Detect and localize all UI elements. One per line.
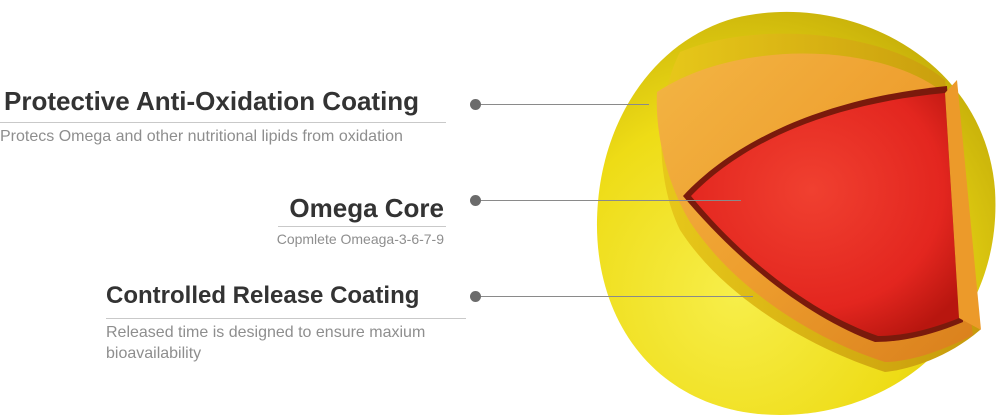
omega-core (691, 93, 959, 336)
controlled-release-title: Controlled Release Coating (106, 282, 420, 309)
capsule-sphere-illustration (596, 11, 996, 415)
controlled-release-divider (106, 318, 466, 319)
protective-coating-title: Protective Anti-Oxidation Coating (4, 86, 420, 116)
controlled-release-description: Released time is designed to ensure maxi… (106, 324, 426, 362)
omega-core-title: Omega Core (289, 193, 444, 223)
omega-core-divider (278, 226, 446, 227)
middle-coating-right-rim (945, 80, 981, 330)
controlled-release-leader-line (481, 296, 753, 297)
controlled-release-pointer-dot (470, 291, 481, 302)
omega-core-pointer-dot (470, 195, 481, 206)
omega-core-leader-line (481, 200, 741, 201)
protective-coating-pointer-dot (470, 99, 481, 110)
protective-coating-leader-line (481, 104, 649, 105)
protective-coating-description: Protecs Omega and other nutritional lipi… (0, 128, 403, 145)
protective-coating-divider (0, 122, 446, 123)
omega-core-description: Copmlete Omeaga-3-6-7-9 (276, 231, 444, 247)
